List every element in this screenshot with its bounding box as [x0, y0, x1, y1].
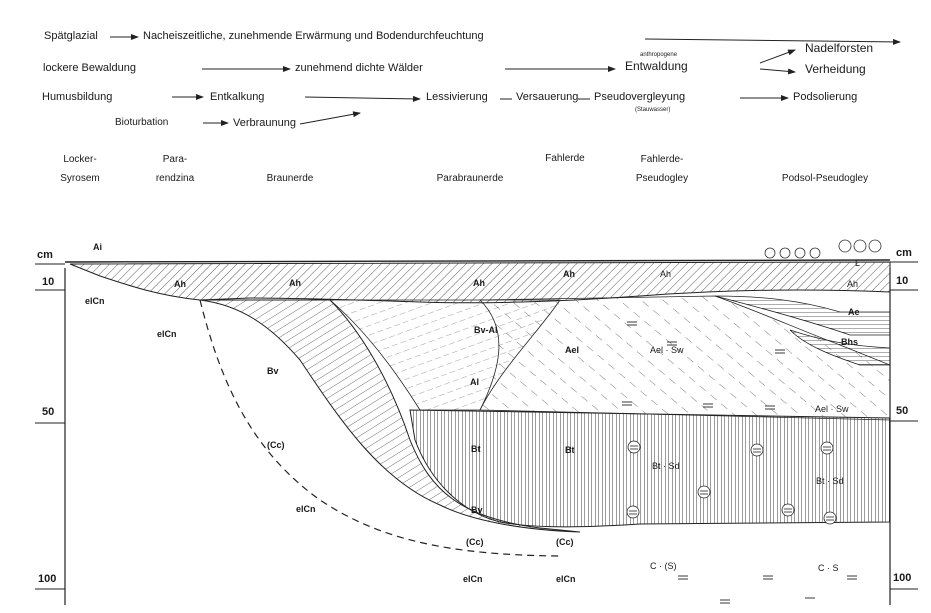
horizon-ah-3: Ah [473, 279, 485, 288]
horizon-bt-sd-2: Bt · Sd [816, 477, 844, 486]
horizon-ael-sw-2: Ael · Sw [815, 405, 849, 414]
horizon-cc-1: (Cc) [267, 441, 285, 450]
horizon-bv-1: Bv [267, 367, 279, 376]
scale-tick-50-right: 50 [896, 406, 908, 417]
horizon-ah-2: Ah [289, 279, 301, 288]
scale-tick-100-left: 100 [38, 574, 56, 585]
soil-type-braunerde: Braunerde [255, 169, 325, 188]
soil-type-line1: Para- [145, 150, 205, 169]
scale-tick-10-left: 10 [42, 277, 54, 288]
scale-tick-50-left: 50 [42, 407, 54, 418]
soil-type-fahlerde-pseudogley: Fahlerde- Pseudogley [622, 150, 702, 188]
label-verbraunung: Verbraunung [233, 118, 296, 129]
ground-line [65, 260, 890, 262]
soil-type-podsol-pseudogley: Podsol-Pseudogley [770, 169, 880, 188]
horizon-ah-5: Ah [660, 270, 671, 279]
horizon-ah-6: Ah [847, 280, 858, 289]
label-versauerung: Versauerung [516, 92, 578, 103]
horizon-cc-3: (Cc) [556, 538, 574, 547]
label-entwaldung: Entwaldung [625, 60, 688, 72]
label-humusbildung: Humusbildung [42, 92, 112, 103]
horizon-c-s-q: C · (S) [650, 562, 677, 571]
horizon-bhs: Bhs [841, 338, 858, 347]
horizon-elcn-4: elCn [463, 575, 483, 584]
horizon-ai-top: Ai [93, 243, 102, 252]
horizon-ae: Ae [848, 308, 860, 317]
horizon-bt-sd-1: Bt · Sd [652, 462, 680, 471]
horizon-cc-2: (Cc) [466, 538, 484, 547]
process-arrows [110, 37, 900, 124]
horizon-elcn-1: elCn [85, 297, 105, 306]
label-nacheiszeitlich: Nacheiszeitliche, zunehmende Erwärmung u… [143, 31, 484, 42]
label-lessivierung: Lessivierung [426, 92, 488, 103]
horizon-bt-2: Bt [565, 446, 575, 455]
label-dichte-waelder: zunehmend dichte Wälder [295, 63, 423, 74]
scale-tick-100-right: 100 [893, 573, 911, 584]
label-nadelforsten: Nadelforsten [805, 42, 873, 54]
label-verheidung: Verheidung [805, 63, 866, 75]
label-spaetglazial: Spätglazial [44, 31, 98, 42]
soil-type-line2: Pseudogley [622, 169, 702, 188]
label-stauwasser: (Stauwasser) [635, 107, 670, 113]
label-lockere-bewaldung: lockere Bewaldung [43, 63, 136, 74]
soil-type-line1: Fahlerde- [622, 150, 702, 169]
scale-unit-right: cm [896, 248, 912, 259]
label-podsolierung: Podsolierung [793, 92, 857, 103]
litter-symbols [765, 240, 881, 258]
horizon-al: Al [470, 378, 479, 387]
horizon-ael: Ael [565, 346, 579, 355]
horizon-ah-1: Ah [174, 280, 186, 289]
soil-type-line1: Locker- [50, 150, 110, 169]
soil-type-line2: rendzina [145, 169, 205, 188]
label-entkalkung: Entkalkung [210, 92, 264, 103]
soil-type-line2: Syrosem [50, 169, 110, 188]
soil-type-parabraunerde: Parabraunerde [425, 169, 515, 188]
label-pseudovergleyung: Pseudovergleyung [594, 92, 685, 103]
soil-type-fahlerde: Fahlerde [535, 149, 595, 168]
soil-type-pararendzina: Para- rendzina [145, 150, 205, 188]
horizon-l: L [855, 259, 860, 268]
scale-unit-left: cm [37, 250, 53, 261]
soil-type-locker-syrosem: Locker- Syrosem [50, 150, 110, 188]
horizon-bv-2: Bv [471, 506, 483, 515]
horizon-elcn-5: elCn [556, 575, 576, 584]
horizon-bv-al: Bv-Al [474, 326, 498, 335]
horizon-ah-4: Ah [563, 270, 575, 279]
label-bioturbation: Bioturbation [115, 118, 168, 128]
label-anthropogen: anthropogene [640, 52, 677, 58]
scale-tick-10-right: 10 [896, 276, 908, 287]
horizon-elcn-3: elCn [296, 505, 316, 514]
horizon-c-s: C · S [818, 564, 839, 573]
horizon-ael-sw-1: Ael · Sw [650, 346, 684, 355]
horizon-elcn-2: elCn [157, 330, 177, 339]
horizon-bt-1: Bt [471, 445, 481, 454]
